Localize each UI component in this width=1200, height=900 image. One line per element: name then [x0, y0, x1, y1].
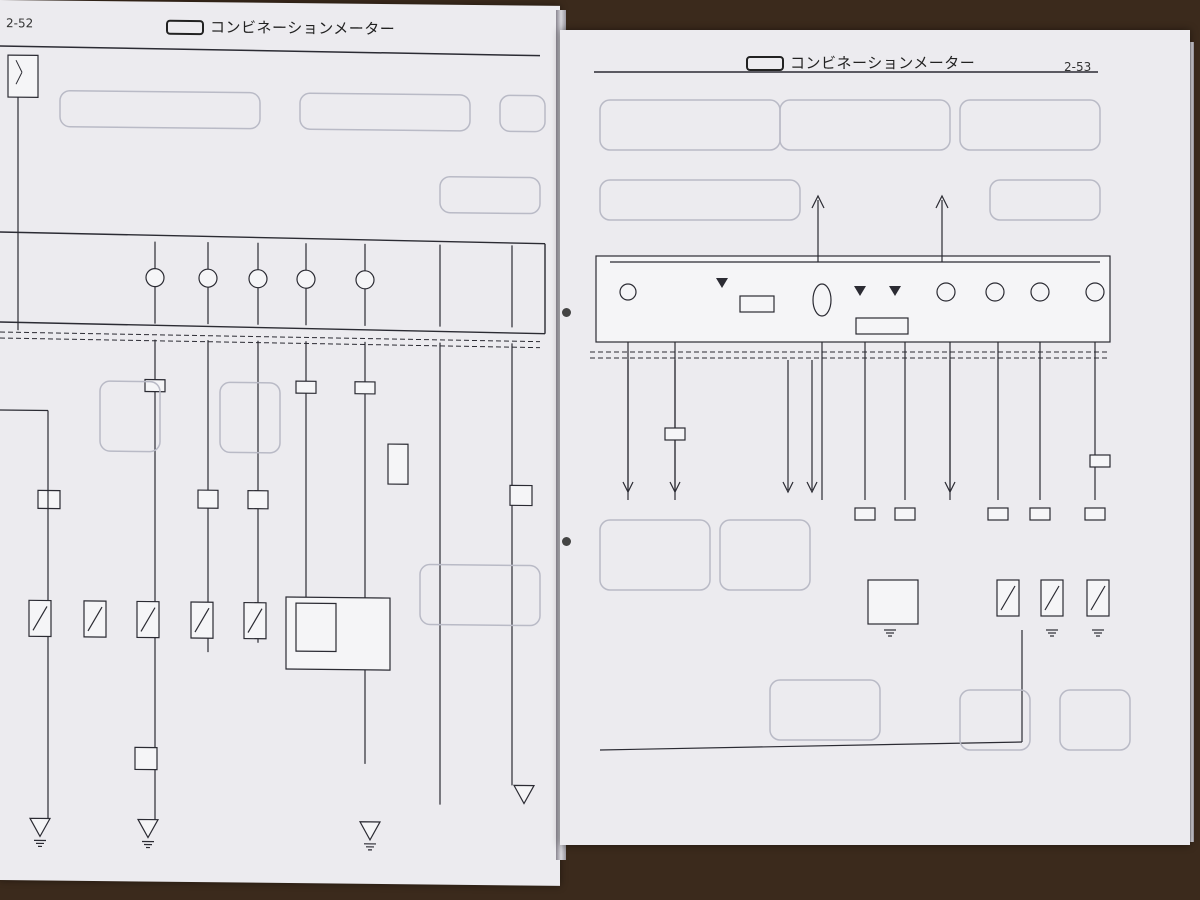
- led-icon: [889, 286, 901, 296]
- connector-symbol: [509, 484, 533, 507]
- wire: [0, 321, 546, 335]
- lamp-symbol: [812, 283, 832, 317]
- faded-connector-outline: [59, 89, 261, 130]
- combination-meter-frame: [595, 255, 1111, 343]
- faded-connector-outline: [419, 563, 541, 627]
- right-page-header: コンビネーションメーター: [746, 52, 975, 73]
- meter-ecu-box: [855, 317, 909, 335]
- meter-gauge-symbol: [198, 268, 218, 288]
- faded-connector-outline: [439, 175, 541, 215]
- left-wiring-diagram: [0, 45, 546, 851]
- meter-gauge-symbol: [619, 283, 637, 301]
- wire: [15, 59, 23, 73]
- faded-connector-outline: [959, 99, 1101, 151]
- connector-symbol: [987, 507, 1009, 521]
- wire: [140, 607, 156, 632]
- connector-symbol: [1029, 507, 1051, 521]
- connector-symbol: [247, 489, 269, 510]
- connector-symbol: [295, 380, 317, 394]
- arrow-icon: [944, 481, 956, 494]
- arrow-icon: [669, 481, 681, 494]
- right-page-number: 2-53: [1064, 60, 1092, 74]
- wire: [1044, 585, 1060, 611]
- faded-connector-outline: [599, 99, 781, 151]
- right-header-title: コンビネーションメーター: [790, 54, 976, 72]
- header-icon: [746, 56, 784, 71]
- wire: [0, 231, 546, 245]
- wire: [15, 72, 23, 85]
- meter-gauge-symbol: [355, 270, 375, 290]
- faded-connector-outline: [719, 519, 811, 591]
- arrow-icon: [622, 481, 634, 494]
- fuse-symbol: [7, 54, 39, 99]
- right-page: コンビネーションメーター 2-53: [560, 30, 1190, 845]
- connector-symbol: [854, 507, 876, 521]
- wire: [0, 337, 541, 349]
- wire: [87, 606, 103, 632]
- connector-symbol: [664, 427, 686, 441]
- wire: [0, 409, 48, 412]
- meter-gauge-symbol: [248, 269, 268, 289]
- left-page: 2-52 コンビネーションメーター: [0, 0, 560, 886]
- wire: [0, 331, 541, 343]
- arrow-icon: [782, 481, 794, 494]
- connector-symbol: [37, 489, 61, 510]
- ground-point-icon: [358, 821, 382, 842]
- connector-symbol: [1089, 454, 1111, 468]
- connector-symbol: [1084, 507, 1106, 521]
- punch-hole: [562, 308, 571, 317]
- wire: [1090, 585, 1106, 611]
- connector-symbol: [354, 381, 376, 395]
- wire: [194, 607, 210, 633]
- ground-point-icon: [512, 784, 536, 805]
- resistor-symbol: [387, 443, 409, 485]
- switch-symbol: [134, 746, 158, 771]
- connector-symbol: [197, 489, 219, 509]
- faded-connector-outline: [299, 92, 471, 132]
- faded-connector-outline: [499, 94, 546, 133]
- faded-connector-outline: [99, 380, 161, 453]
- faded-connector-outline: [1059, 689, 1131, 751]
- meter-gauge-symbol: [145, 268, 165, 288]
- meter-gauge-symbol: [985, 282, 1005, 302]
- faded-connector-outline: [599, 179, 801, 221]
- meter-gauge-symbol: [1030, 282, 1050, 302]
- faded-connector-outline: [989, 179, 1101, 221]
- connector-symbol: [894, 507, 916, 521]
- ground-point-icon: [28, 817, 52, 838]
- arrow-icon: [935, 194, 949, 209]
- wire: [32, 606, 48, 631]
- faded-connector-outline: [219, 381, 281, 454]
- meter-gauge-symbol: [296, 269, 316, 289]
- faded-connector-outline: [959, 689, 1031, 751]
- faded-connector-outline: [769, 679, 881, 741]
- wire: [1000, 585, 1016, 611]
- relay-box: [739, 295, 775, 313]
- diode-icon: [716, 278, 728, 288]
- meter-gauge-symbol: [1085, 282, 1105, 302]
- faded-connector-outline: [779, 99, 951, 151]
- wire: [247, 608, 263, 633]
- led-icon: [854, 286, 866, 296]
- ground-point-icon: [136, 818, 160, 839]
- arrow-icon: [806, 481, 818, 494]
- fuel-sender-symbol: [295, 602, 337, 653]
- punch-hole: [562, 537, 571, 546]
- right-wiring-diagram: [590, 71, 1131, 751]
- wire: [0, 45, 541, 57]
- wire: [599, 741, 1023, 751]
- overdrive-switch-symbol: [867, 579, 919, 625]
- faded-connector-outline: [599, 519, 711, 591]
- meter-gauge-symbol: [936, 282, 956, 302]
- arrow-icon: [811, 194, 825, 209]
